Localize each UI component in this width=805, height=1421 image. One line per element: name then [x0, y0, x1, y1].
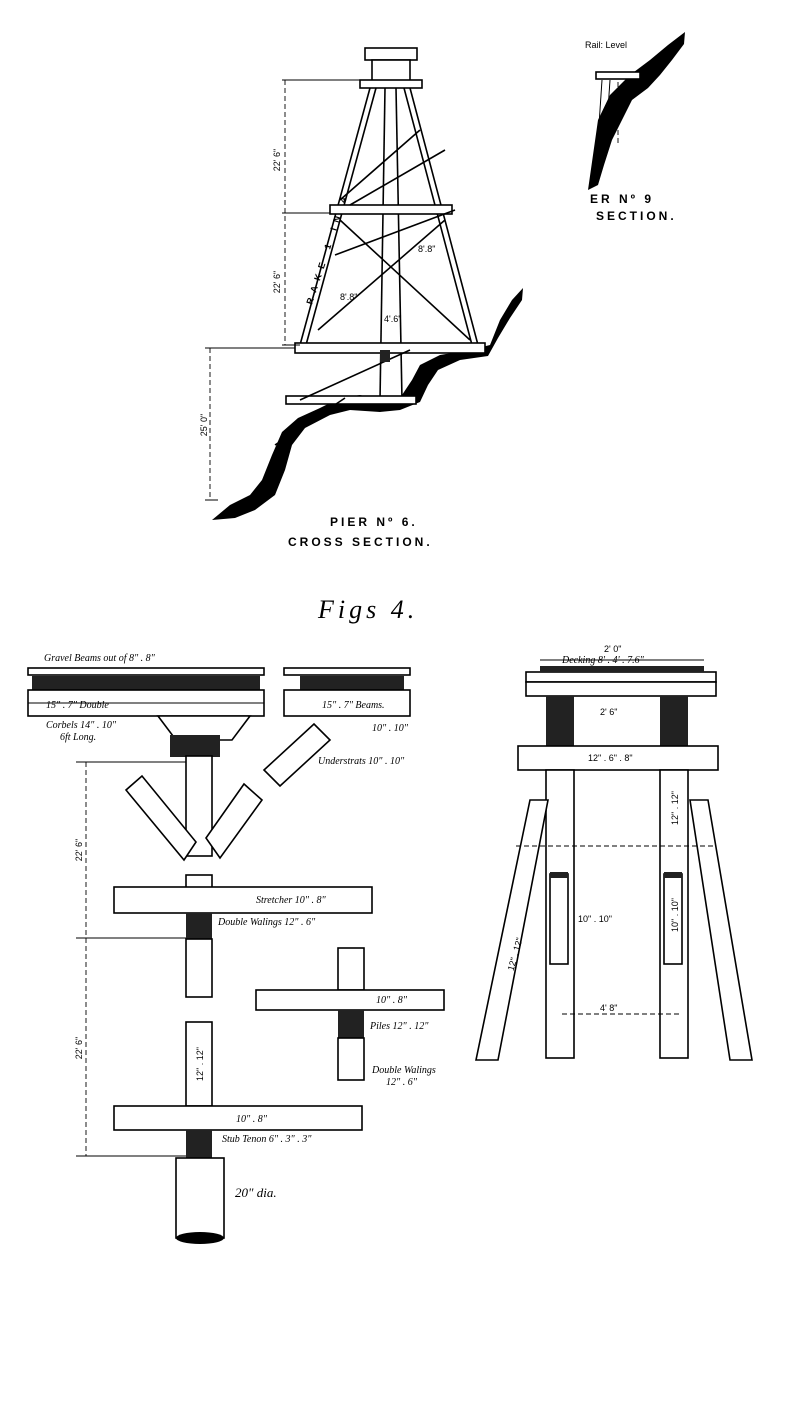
stub-tenon-label: Stub Tenon 6" . 3" . 3" — [222, 1134, 312, 1145]
beams-label: 15" . 7" Beams. — [322, 700, 385, 711]
pier9-fragment: Rail: Level ER Nº 9 SECTION. — [585, 32, 685, 223]
pier9-caption-2: SECTION. — [596, 209, 677, 223]
figure-title: Figs 4. — [317, 595, 418, 624]
pier6-dim-w2: 8'.8" — [340, 292, 357, 302]
mid-detail: 10" . 8" Piles 12" . 12" Double Walings … — [255, 947, 445, 1088]
left-detail: Gravel Beams out of 8" . 8" 15" . 7" Dou… — [27, 653, 411, 1244]
corbels-label-2: 6ft Long. — [60, 732, 96, 743]
gravel-beams-label: Gravel Beams out of 8" . 8" — [44, 653, 156, 664]
right-detail: 2' 0" Decking 8' . 4' . 7.6" 2' 6" 12" .… — [475, 644, 753, 1061]
pier6-dim-middle: 22' 6" — [272, 271, 282, 293]
right-walings-left-label: 10" . 10" — [578, 914, 612, 924]
pier6-dim-w3: 4'.6" — [384, 314, 401, 324]
right-gap-dim: 2' 6" — [600, 707, 617, 717]
lower-stretcher-label: 10" . 8" — [236, 1114, 268, 1125]
pile-size-label: 12" . 12" — [195, 1047, 205, 1081]
mid-piles-label: Piles 12" . 12" — [369, 1021, 429, 1032]
double-beam-label: 15" . 7" Double — [46, 700, 109, 711]
mid-walings-label-2: 12" . 6" — [386, 1077, 418, 1088]
pier6-dim-lower: 25' 0" — [199, 414, 209, 436]
pier9-caption-1: ER Nº 9 — [590, 192, 654, 206]
understrats-label: Understrats 10" . 10" — [318, 756, 405, 767]
right-pile-right-label: 12" . 12" — [670, 791, 680, 825]
dia-label: 20" dia. — [235, 1185, 277, 1200]
decking-label: Decking 8' . 4' . 7.6" — [561, 655, 645, 666]
mid-walings-label-1: Double Walings — [371, 1065, 436, 1076]
rail-level-label: Rail: Level — [585, 40, 627, 50]
double-walings-label: Double Walings 12" . 6" — [217, 917, 316, 928]
pier6-dim-upper: 22' 6" — [272, 149, 282, 171]
left-dim-upper: 22' 6" — [74, 839, 84, 861]
mid-stretcher-label: 10" . 8" — [376, 995, 408, 1006]
pier6-dim-w1: 8'.8" — [418, 244, 435, 254]
rake-label: RAKE 1 IN 4 — [304, 190, 350, 305]
right-cap-label: 12" . 6" . 8" — [588, 753, 633, 763]
pier6-caption-2: CROSS SECTION. — [288, 535, 433, 549]
right-walings-right-label: 10" . 10" — [670, 898, 680, 932]
pier6-cross-section: 22' 6" 22' 6" 25' 0" RAKE 1 IN 4 8'.8" 8… — [199, 47, 523, 549]
stretcher-label: Stretcher 10" . 8" — [256, 895, 326, 906]
pier6-caption-1: PIER Nº 6. — [330, 515, 418, 529]
corbels-label-1: Corbels 14" . 10" — [46, 720, 117, 731]
left-dim-lower: 22' 6" — [74, 1037, 84, 1059]
beam-size-label: 10" . 10" — [372, 723, 409, 734]
right-top-dim: 2' 0" — [604, 644, 621, 654]
right-spacing-dim: 4' 8" — [600, 1003, 617, 1013]
